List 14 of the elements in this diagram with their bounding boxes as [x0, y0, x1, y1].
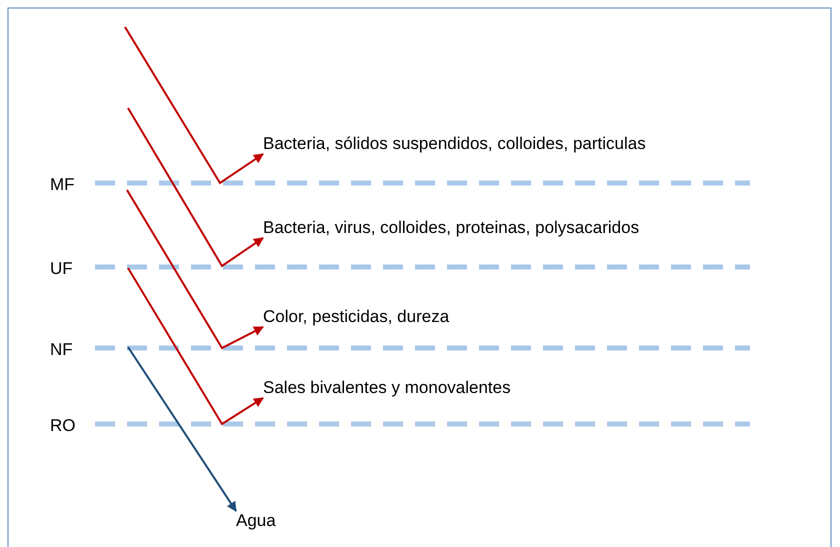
membrane-label: NF: [50, 340, 73, 360]
arrow: [126, 189, 264, 350]
substance-label: Bacteria, virus, colloides, proteinas, polysacaridos: [263, 218, 640, 238]
substance-label: Sales bivalentes y monovalentes: [263, 378, 511, 398]
membrane-label: MF: [50, 175, 75, 195]
arrow: [127, 107, 264, 268]
arrow: [127, 346, 237, 512]
substance-label: Color, pesticidas, dureza: [263, 307, 450, 327]
substance-label: Agua: [236, 511, 276, 531]
substance-label: Bacteria, sólidos suspendidos, colloides, particulas: [263, 134, 646, 154]
membrane-label: RO: [50, 416, 76, 436]
membrane-label: UF: [50, 259, 73, 279]
arrow: [124, 26, 264, 184]
arrow: [127, 267, 264, 426]
